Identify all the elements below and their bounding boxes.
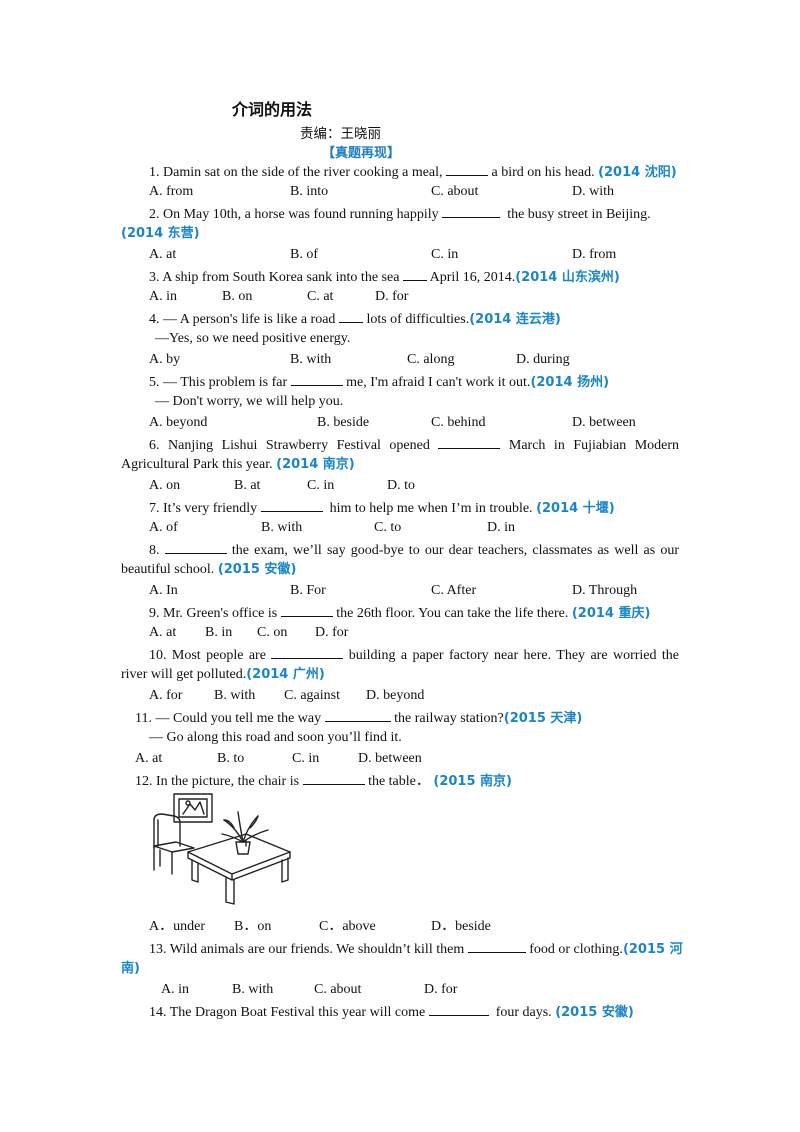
q11-reply: — Go along this road and soon you’ll fin… xyxy=(149,730,402,745)
q13-source-cont: 南) xyxy=(121,961,140,976)
q7-option-a: A. of xyxy=(149,520,178,535)
q1-option-b: B. into xyxy=(290,184,329,199)
q2-option-d: D. from xyxy=(572,247,617,262)
q6-option-b: B. at xyxy=(234,478,261,493)
q13-option-a: A. in xyxy=(161,982,189,997)
q2-option-b: B. of xyxy=(290,247,318,262)
q3-option-d: D. for xyxy=(375,289,409,304)
question-13: 13. Wild animals are our friends. We sho… xyxy=(149,939,683,959)
q13-option-c: C. about xyxy=(314,982,362,997)
q5-option-d: D. between xyxy=(572,415,636,430)
question-1: 1. Damin sat on the side of the river co… xyxy=(149,162,677,182)
question-14: 14. The Dragon Boat Festival this year w… xyxy=(149,1002,634,1022)
question-8-cont: beautiful school. (2015 安徽) xyxy=(121,562,297,577)
question-10-cont: river will get polluted.(2014 广州) xyxy=(121,667,325,682)
q5-option-c: C. behind xyxy=(431,415,486,430)
question-6: 6. Nanjing Lishui Strawberry Festival op… xyxy=(149,435,679,455)
section-heading: 【真题再现】 xyxy=(322,146,401,161)
q1-option-c: C. about xyxy=(431,184,479,199)
q1-option-a: A. from xyxy=(149,184,194,199)
q9-option-c: C. on xyxy=(257,625,288,640)
q8-option-b: B. For xyxy=(290,583,326,598)
q12-option-a: A．under xyxy=(149,919,205,934)
q4-option-c: C. along xyxy=(407,352,455,367)
q9-option-a: A. at xyxy=(149,625,177,640)
chair-table-illustration xyxy=(153,793,291,905)
q4-reply: —Yes, so we need positive energy. xyxy=(155,331,351,346)
question-2: 2. On May 10th, a horse was found runnin… xyxy=(149,204,651,224)
question-11: 11. — Could you tell me the way the rail… xyxy=(135,708,582,728)
q8-option-d: D. Through xyxy=(572,583,638,598)
q3-option-b: B. on xyxy=(222,289,253,304)
question-7: 7. It’s very friendly him to help me whe… xyxy=(149,498,615,518)
q12-option-b: B．on xyxy=(234,919,272,934)
q8-option-a: A. In xyxy=(149,583,178,598)
q13-option-b: B. with xyxy=(232,982,274,997)
q5-option-a: A. beyond xyxy=(149,415,208,430)
q9-option-b: B. in xyxy=(205,625,233,640)
q7-option-d: D. in xyxy=(487,520,515,535)
q6-option-a: A. on xyxy=(149,478,181,493)
q12-option-c: C．above xyxy=(319,919,376,934)
q8-option-c: C. After xyxy=(431,583,477,598)
question-10: 10. Most people are building a paper fac… xyxy=(149,645,679,665)
q11-option-a: A. at xyxy=(135,751,163,766)
q13-option-d: D. for xyxy=(424,982,458,997)
q11-option-c: C. in xyxy=(292,751,320,766)
q10-option-a: A. for xyxy=(149,688,183,703)
q10-option-b: B. with xyxy=(214,688,256,703)
q2-source: (2014 东营) xyxy=(121,226,200,241)
q7-option-b: B. with xyxy=(261,520,303,535)
q4-option-d: D. during xyxy=(516,352,570,367)
q9-option-d: D. for xyxy=(315,625,349,640)
q3-option-a: A. in xyxy=(149,289,177,304)
question-12: 12. In the picture, the chair is the tab… xyxy=(135,771,512,791)
q10-option-c: C. against xyxy=(284,688,340,703)
q1-option-d: D. with xyxy=(572,184,614,199)
page-title: 介词的用法 xyxy=(232,100,313,119)
q5-option-b: B. beside xyxy=(317,415,370,430)
question-3: 3. A ship from South Korea sank into the… xyxy=(149,267,620,287)
question-9: 9. Mr. Green's office is the 26th floor.… xyxy=(149,603,650,623)
question-4: 4. — A person's life is like a road lots… xyxy=(149,309,561,329)
q11-option-b: B. to xyxy=(217,751,245,766)
question-5: 5. — This problem is far me, I'm afraid … xyxy=(149,372,609,392)
q3-option-c: C. at xyxy=(307,289,334,304)
q6-option-c: C. in xyxy=(307,478,335,493)
q12-option-d: D．beside xyxy=(431,919,491,934)
q5-reply: — Don't worry, we will help you. xyxy=(155,394,344,409)
question-6-cont: Agricultural Park this year. (2014 南京) xyxy=(121,457,355,472)
q4-option-b: B. with xyxy=(290,352,332,367)
q2-option-a: A. at xyxy=(149,247,177,262)
q4-option-a: A. by xyxy=(149,352,181,367)
q6-option-d: D. to xyxy=(387,478,415,493)
question-8: 8. the exam, we’ll say good-bye to our d… xyxy=(149,540,679,560)
q10-option-d: D. beyond xyxy=(366,688,425,703)
editor-line: 责编：王晓丽 xyxy=(300,126,381,142)
q7-option-c: C. to xyxy=(374,520,402,535)
q11-option-d: D. between xyxy=(358,751,422,766)
q2-option-c: C. in xyxy=(431,247,459,262)
